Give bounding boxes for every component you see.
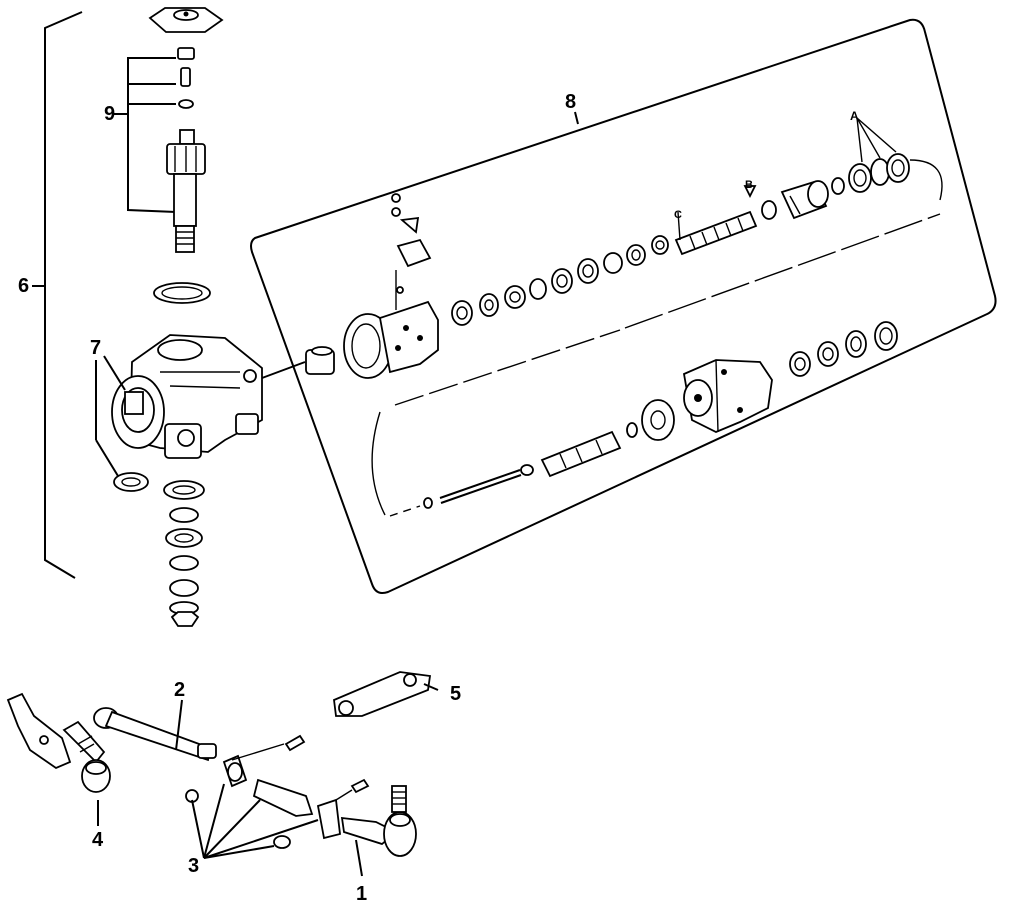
valve-plug — [305, 346, 335, 375]
callout-6: 6 — [18, 275, 29, 297]
top-mount-plate — [148, 7, 224, 33]
callout-9: 9 — [104, 103, 115, 125]
valve-fittings — [391, 193, 432, 310]
bearing-cup — [780, 180, 829, 220]
worm-shaft — [674, 210, 758, 256]
idler-arm-2 — [93, 707, 217, 762]
bracket-9 — [114, 57, 177, 213]
callout-C: C — [674, 209, 682, 221]
upper-bolt — [180, 67, 191, 87]
upper-washer — [178, 99, 194, 109]
callout-leaders — [97, 683, 439, 877]
pitman-arm — [6, 692, 106, 770]
adjuster-hardware-3 — [185, 734, 370, 849]
gear-housing — [111, 334, 263, 459]
lower-row-rings — [789, 321, 898, 377]
sector-shaft — [166, 129, 206, 253]
callout-B: B — [745, 179, 753, 191]
box-8 — [250, 18, 997, 594]
callout-A: A — [850, 109, 859, 123]
callout-7: 7 — [90, 337, 101, 359]
lower-row-curve — [371, 213, 941, 517]
cover-gasket — [153, 282, 211, 304]
callout-3: 3 — [188, 855, 199, 877]
tie-rod-end-1 — [340, 785, 417, 857]
ball-joint-4 — [81, 759, 111, 793]
callout-5: 5 — [450, 683, 461, 705]
seal-set-A — [831, 117, 943, 201]
callout-1: 1 — [356, 883, 367, 905]
pump-housing — [682, 359, 773, 433]
bracket-6 — [32, 11, 83, 579]
tie-rod — [423, 464, 534, 509]
callout-8: 8 — [565, 91, 576, 113]
lower-stack — [163, 480, 205, 627]
pitman-seal — [113, 472, 149, 492]
idler-bracket-5 — [333, 671, 432, 717]
callout-2: 2 — [174, 679, 185, 701]
upper-nut — [177, 47, 195, 60]
thrust-plate — [626, 399, 675, 441]
valve-body — [343, 300, 439, 379]
callout-4: 4 — [92, 829, 104, 851]
worm-washer — [743, 185, 777, 220]
upper-row-rings — [451, 235, 669, 326]
rack-piston — [540, 430, 622, 478]
